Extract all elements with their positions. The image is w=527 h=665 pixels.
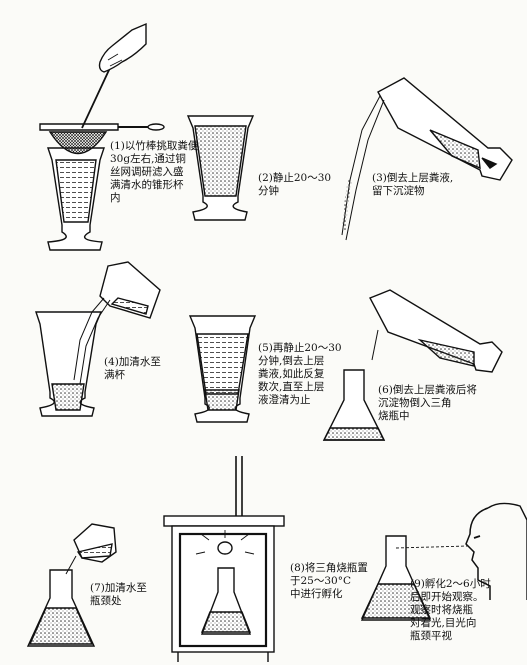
step7-figure	[26, 523, 117, 647]
step9-caption: (9)孵化2～6小时 后即开始观察。 观察时将烧瓶 对着光,目光向 瓶颈平视	[410, 578, 491, 642]
step4-caption: (4)加清水至 满杯	[104, 356, 161, 381]
step5-figure	[188, 315, 257, 423]
step6-figure	[322, 289, 503, 441]
step3-caption: (3)倒去上层粪液, 留下沉淀物	[372, 172, 454, 197]
step5-caption: (5)再静止20～30 分钟,倒去上层 粪液,如此反复 数次,直至上层 液澄清为…	[258, 342, 342, 406]
step9-figure	[360, 502, 527, 621]
step1-figure	[39, 22, 165, 251]
step1-caption: (1)以竹棒挑取粪便 30g左右,通过铜 丝网调研滤入盛 满清水的锥形杯 内	[110, 140, 199, 204]
step7-caption: (7)加清水至 瓶颈处	[90, 582, 147, 607]
step8-caption: (8)将三角烧瓶置 于25～30°C 中进行孵化	[290, 562, 368, 600]
step4-figure	[35, 261, 161, 417]
step6-caption: (6)倒去上层粪液后将 沉淀物倒入三角 烧瓶中	[378, 384, 477, 422]
step3-figure	[341, 77, 513, 241]
step8-figure	[163, 456, 285, 662]
step2-caption: (2)静止20～30 分钟	[258, 172, 332, 197]
step2-figure	[186, 115, 255, 221]
